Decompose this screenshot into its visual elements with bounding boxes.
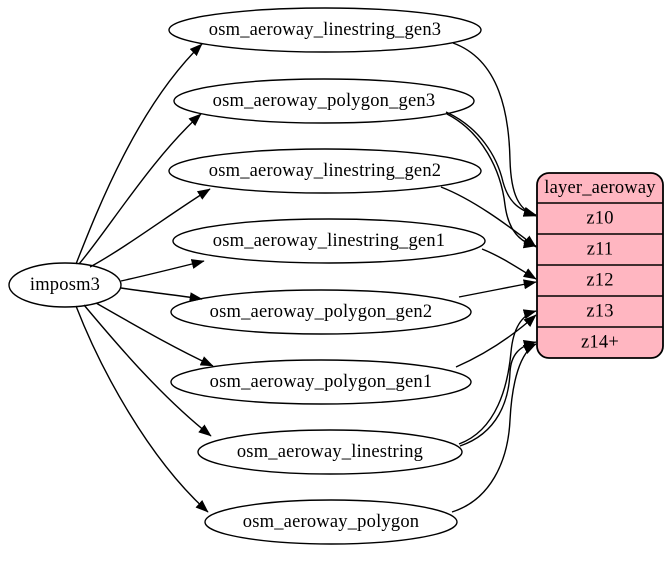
node-osm-aeroway-polygon-gen3-label: osm_aeroway_polygon_gen3 bbox=[213, 91, 436, 111]
node-osm-aeroway-polygon-gen1-shape bbox=[170, 359, 472, 405]
edge-osm-aeroway-linestring-gen1-to-layer-aeroway-z12 bbox=[481, 248, 537, 280]
record-row-z10-label: z10 bbox=[586, 209, 613, 229]
node-osm-aeroway-polygon-label: osm_aeroway_polygon bbox=[243, 512, 419, 532]
node-osm-aeroway-linestring-gen3-shape bbox=[168, 7, 482, 53]
node-osm-aeroway-linestring-gen1-label: osm_aeroway_linestring_gen1 bbox=[213, 231, 446, 251]
node-osm-aeroway-linestring-gen1: osm_aeroway_linestring_gen1 bbox=[172, 218, 486, 264]
edge-imposm3-to-osm-aeroway-linestring-gen3 bbox=[75, 43, 203, 265]
node-layer-aeroway: layer_aeroway z10 z11 z12 z13 z14+ bbox=[536, 172, 664, 359]
node-osm-aeroway-polygon-shape bbox=[204, 499, 458, 545]
edge-osm-aeroway-polygon-gen1-to-layer-aeroway-z13 bbox=[455, 314, 537, 368]
edge-imposm3-to-osm-aeroway-polygon-gen1 bbox=[95, 302, 214, 367]
node-osm-aeroway-polygon-gen3-shape bbox=[173, 78, 475, 124]
edge-osm-aeroway-polygon-gen3-to-layer-aeroway-z10 bbox=[445, 111, 537, 217]
node-osm-aeroway-linestring: osm_aeroway_linestring bbox=[197, 429, 463, 475]
node-osm-aeroway-linestring-gen1-shape bbox=[172, 218, 486, 264]
node-osm-aeroway-polygon-gen2-shape bbox=[170, 289, 472, 335]
node-osm-aeroway-linestring-shape bbox=[197, 429, 463, 475]
node-osm-aeroway-linestring-label: osm_aeroway_linestring bbox=[237, 442, 423, 462]
edge-osm-aeroway-polygon-to-layer-aeroway-z14 bbox=[451, 343, 537, 513]
node-osm-aeroway-linestring-gen2-label: osm_aeroway_linestring_gen2 bbox=[209, 161, 442, 181]
edge-osm-aeroway-linestring-to-layer-aeroway-z14 bbox=[459, 339, 537, 447]
node-osm-aeroway-linestring-gen2: osm_aeroway_linestring_gen2 bbox=[168, 148, 482, 194]
edge-osm-aeroway-polygon-gen2-to-layer-aeroway-z12 bbox=[458, 279, 537, 298]
node-osm-aeroway-polygon-gen3: osm_aeroway_polygon_gen3 bbox=[173, 78, 475, 124]
edge-osm-aeroway-linestring-to-layer-aeroway-z13 bbox=[458, 309, 537, 445]
node-osm-aeroway-linestring-gen3: osm_aeroway_linestring_gen3 bbox=[168, 7, 482, 53]
node-osm-aeroway-linestring-gen3-label: osm_aeroway_linestring_gen3 bbox=[209, 20, 442, 40]
edge-imposm3-to-osm-aeroway-linestring bbox=[83, 304, 212, 437]
edge-imposm3-to-osm-aeroway-polygon-gen2 bbox=[120, 287, 203, 303]
edge-imposm3-to-osm-aeroway-polygon-gen3 bbox=[78, 113, 202, 265]
edge-osm-aeroway-linestring-gen3-to-layer-aeroway-z10 bbox=[452, 42, 537, 217]
edge-imposm3-to-osm-aeroway-polygon bbox=[75, 305, 209, 513]
node-osm-aeroway-polygon-gen2: osm_aeroway_polygon_gen2 bbox=[170, 289, 472, 335]
node-imposm3-label: imposm3 bbox=[30, 275, 100, 295]
node-osm-aeroway-polygon-gen2-label: osm_aeroway_polygon_gen2 bbox=[210, 302, 433, 322]
node-imposm3-shape bbox=[8, 262, 122, 308]
edge-osm-aeroway-linestring-gen2-to-layer-aeroway-z11 bbox=[440, 186, 537, 248]
node-osm-aeroway-polygon: osm_aeroway_polygon bbox=[204, 499, 458, 545]
edge-imposm3-to-osm-aeroway-linestring-gen2 bbox=[89, 188, 211, 268]
node-imposm3: imposm3 bbox=[8, 262, 122, 308]
node-osm-aeroway-polygon-gen1-label: osm_aeroway_polygon_gen1 bbox=[210, 372, 433, 392]
edge-imposm3-to-osm-aeroway-linestring-gen1 bbox=[120, 259, 205, 282]
record-row-z12-label: z12 bbox=[586, 271, 613, 291]
record-row-z13-label: z13 bbox=[586, 302, 613, 322]
record-title: layer_aeroway bbox=[544, 178, 656, 198]
record-row-z11-label: z11 bbox=[587, 240, 614, 260]
record-row-z14-label: z14+ bbox=[581, 333, 619, 353]
node-osm-aeroway-linestring-gen2-shape bbox=[168, 148, 482, 194]
node-osm-aeroway-polygon-gen1: osm_aeroway_polygon_gen1 bbox=[170, 359, 472, 405]
edge-osm-aeroway-polygon-gen3-to-layer-aeroway-z11 bbox=[446, 113, 537, 249]
